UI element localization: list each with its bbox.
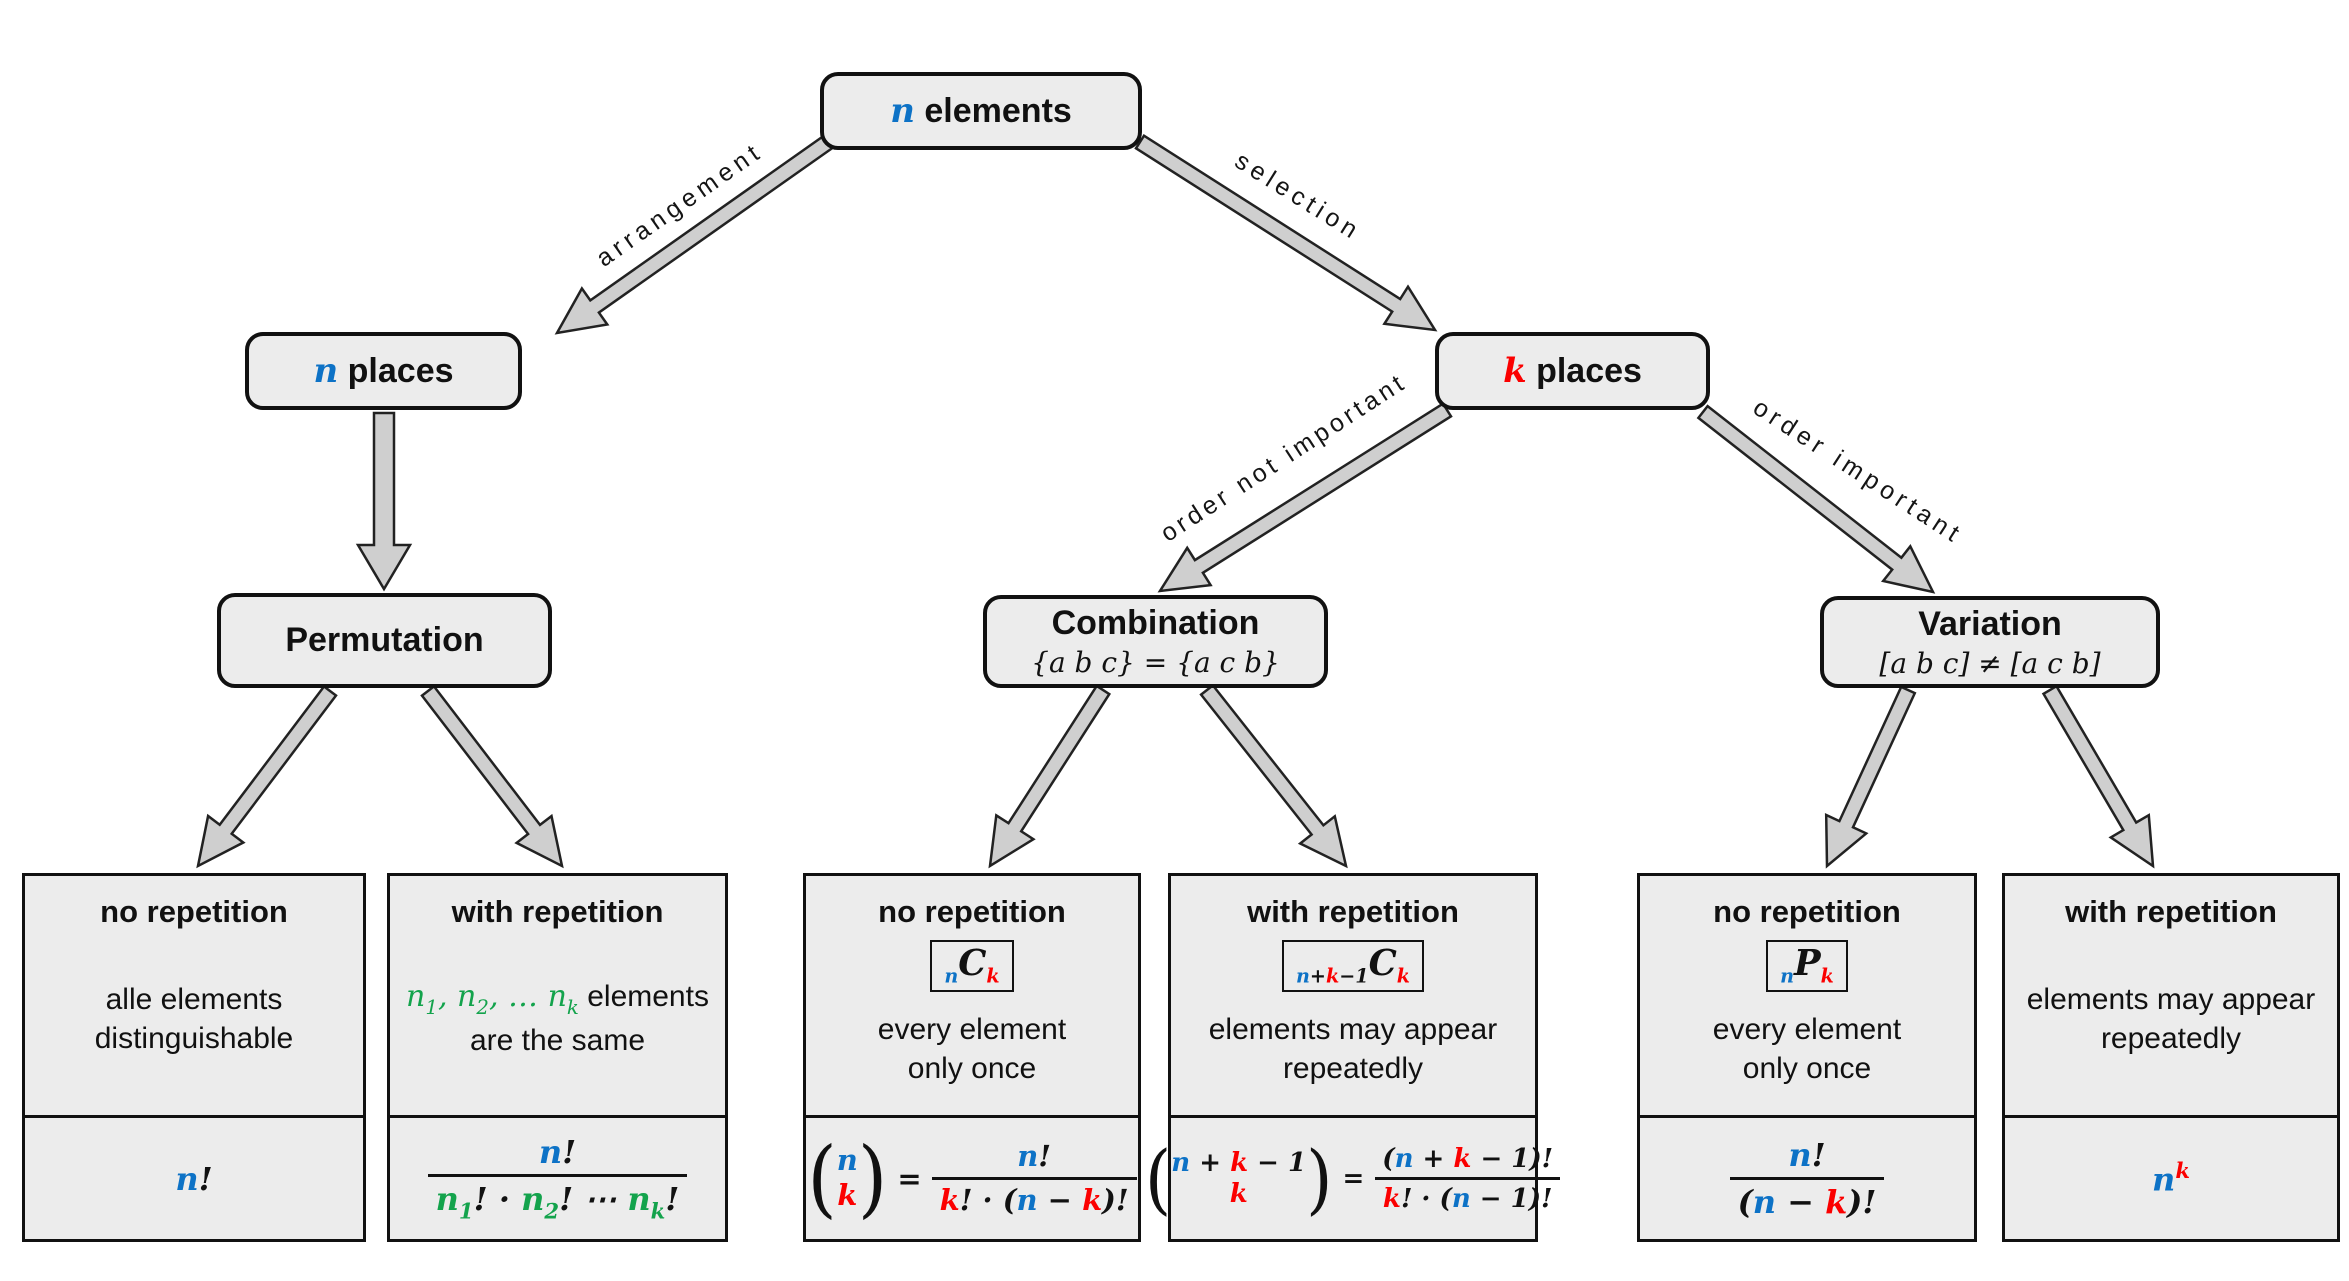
card-top: with repetition elements may appear repe… <box>2005 876 2337 1115</box>
fraction: n! n1! · n2! ⋯ nk! <box>427 1133 688 1224</box>
card-description: every element only once <box>1712 1013 1902 1086</box>
card-top: with repetition n1, n2, … nk elements ar… <box>390 876 725 1115</box>
arrow-order-important <box>1696 404 1936 594</box>
card-header: with repetition <box>451 894 664 929</box>
card-header: no repetition <box>1713 894 1901 929</box>
node-permutation: Permutation <box>217 593 552 688</box>
fraction: n! k! · (n − k)! <box>931 1139 1137 1218</box>
card-top: with repetition n+k−1Ck elements may app… <box>1171 876 1535 1115</box>
card-description: elements may appear repeatedly <box>2026 982 2316 1055</box>
node-n-places: n places <box>245 332 522 410</box>
formula-n-factorial: n! <box>25 1115 363 1239</box>
node-permutation-title: Permutation <box>285 621 484 659</box>
node-k-places-label: k places <box>1503 351 1642 391</box>
card-header: with repetition <box>2065 894 2277 929</box>
notation-nPk: nPk <box>1766 940 1848 992</box>
card-permutation-with-repetition: with repetition n1, n2, … nk elements ar… <box>387 873 728 1242</box>
card-description: elements may appear repeatedly <box>1208 1013 1498 1086</box>
card-top: no repetition nPk every element only onc… <box>1640 876 1974 1115</box>
card-top: no repetition nCk every element only onc… <box>806 876 1138 1115</box>
card-top: no repetition alle elements distinguisha… <box>25 876 363 1115</box>
node-variation-example: [a b c] ≠ [a c b] <box>1879 646 2101 680</box>
fraction: n! (n − k)! <box>1729 1136 1885 1221</box>
card-permutation-no-repetition: no repetition alle elements distinguisha… <box>22 873 366 1242</box>
binomial: ( n k ) <box>807 1128 888 1227</box>
formula-combination: ( n k ) = n! k! · (n − k)! <box>806 1115 1138 1239</box>
arrow-permutation-with-rep <box>420 684 564 869</box>
node-k-places: k places <box>1435 332 1710 410</box>
arrow-combination-with-rep <box>1199 683 1348 869</box>
formula-n-power-k: nk <box>2005 1115 2337 1239</box>
card-description: every element only once <box>877 1013 1067 1086</box>
notation-nCk: nCk <box>930 940 1014 992</box>
card-header: no repetition <box>100 894 288 929</box>
formula-variation: n! (n − k)! <box>1640 1115 1974 1239</box>
node-n-elements: n elements <box>820 72 1142 150</box>
node-variation: Variation [a b c] ≠ [a c b] <box>1820 596 2160 688</box>
arrow-order-not-important <box>1157 401 1453 593</box>
arrow-n-places-to-permutation <box>355 411 413 592</box>
card-variation-no-repetition: no repetition nPk every element only onc… <box>1637 873 1977 1242</box>
node-variation-title: Variation <box>1918 604 2062 643</box>
arrow-permutation-no-rep <box>196 684 338 869</box>
node-combination: Combination {a b c} = {a c b} <box>983 595 1328 688</box>
formula-multiset-permutation: n! n1! · n2! ⋯ nk! <box>390 1115 725 1239</box>
arrow-combination-no-rep <box>988 684 1112 869</box>
card-combination-no-repetition: no repetition nCk every element only onc… <box>803 873 1141 1242</box>
card-description: alle elements distinguishable <box>94 982 294 1055</box>
fraction: (n + k − 1)! k! · (n − 1)! <box>1374 1143 1561 1214</box>
notation-n-plus-k-minus-1-C-k: n+k−1Ck <box>1282 940 1424 992</box>
arrow-selection <box>1134 133 1438 332</box>
card-header: no repetition <box>878 894 1066 929</box>
card-description: n1, n2, … nk elements are the same <box>406 979 709 1057</box>
arrow-arrangement <box>554 134 835 335</box>
node-combination-title: Combination <box>1051 604 1260 642</box>
node-combination-example: {a b c} = {a c b} <box>1031 646 1280 679</box>
arrow-variation-with-rep <box>2041 684 2155 869</box>
formula-combination-repetition: ( n + k − 1 k ) = (n + k − 1)! k! · (n −… <box>1145 1115 1561 1239</box>
card-header: with repetition <box>1247 894 1459 929</box>
node-n-elements-label: n elements <box>890 91 1072 131</box>
card-variation-with-repetition: with repetition elements may appear repe… <box>2002 873 2340 1242</box>
card-combination-with-repetition: with repetition n+k−1Ck elements may app… <box>1145 873 1561 1242</box>
arrow-variation-no-rep <box>1824 685 1917 869</box>
node-n-places-label: n places <box>313 351 454 391</box>
binomial: ( n + k − 1 k ) <box>1144 1133 1333 1223</box>
